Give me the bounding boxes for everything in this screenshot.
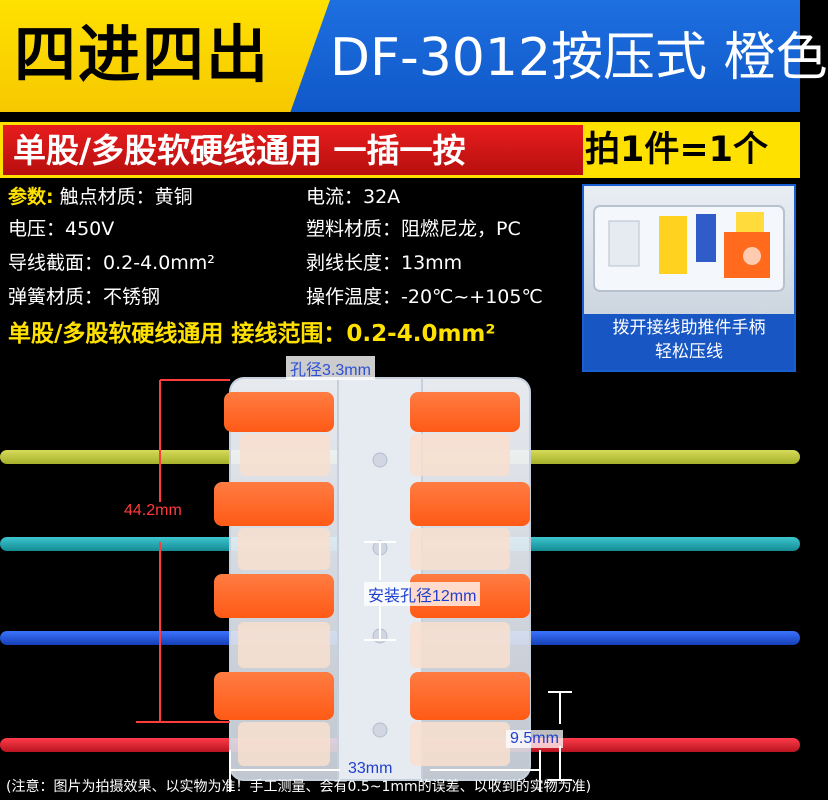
connector-drawing — [136, 377, 572, 792]
header-title-main: 四进四出 — [14, 18, 271, 91]
header-title-model: DF-3012按压式 橙色 — [330, 28, 828, 88]
spec-item: 操作温度：-20℃~+105℃ — [306, 286, 543, 308]
spec-item: 触点材质：黄铜 — [59, 186, 193, 208]
inset-photo-panel: 拨开接线助推件手柄 轻松压线 — [582, 184, 796, 372]
dimension-mount-hole-label: 安装孔径12mm — [364, 582, 481, 606]
dimension-hole-label: 孔径3.3mm — [286, 356, 375, 380]
spec-item: 弹簧材质：不锈钢 — [8, 286, 161, 308]
dimension-height-label: 44.2mm — [124, 502, 182, 519]
spec-item: 塑料材质：阻燃尼龙，PC — [306, 218, 521, 240]
inset-caption-line1: 拨开接线助推件手柄 — [612, 318, 766, 338]
disclaimer-note: (注意：图片为拍摄效果、以实物为准！手工测量、会有0.5~1mm的误差、以收到的… — [6, 779, 592, 795]
spec-item: 电流：32A — [306, 186, 401, 208]
banner-count: 拍1件=1个 — [585, 130, 769, 170]
header: 四进四出 DF-3012按压式 橙色 — [0, 0, 828, 112]
spec-row-1: 参数: 触点材质：黄铜 — [8, 184, 193, 210]
dimension-width-label: 33mm — [348, 760, 393, 777]
banner-count-area: 拍1件=1个 — [583, 125, 797, 175]
product-illustration: 孔径3.3mm 44.2mm 安装孔径12mm 9.5mm 33mm — [0, 352, 800, 800]
banner-red-area: 单股/多股软硬线通用 一插一按 — [3, 125, 583, 175]
feature-banner: 单股/多股软硬线通用 一插一按 拍1件=1个 — [0, 122, 800, 178]
spec-item: 导线截面：0.2-4.0mm² — [8, 252, 215, 274]
dimension-thickness-label: 9.5mm — [506, 730, 563, 748]
banner-text: 单股/多股软硬线通用 一插一按 — [13, 131, 466, 170]
inset-photo — [584, 186, 794, 314]
wire-range-highlight: 单股/多股软硬线通用 接线范围：0.2-4.0mm² — [8, 321, 496, 347]
inset-caption: 拨开接线助推件手柄 轻松压线 — [584, 316, 794, 370]
spec-label: 参数: — [8, 186, 54, 208]
spec-item: 剥线长度：13mm — [306, 252, 463, 274]
spec-item: 电压：450V — [8, 218, 115, 240]
header-yellow-tab — [0, 0, 330, 112]
spec-list: 参数: 触点材质：黄铜 电流：32A 电压：450V 塑料材质：阻燃尼龙，PC … — [0, 180, 580, 320]
connector-closeup-image — [593, 205, 785, 292]
inset-caption-line2: 轻松压线 — [655, 342, 723, 362]
